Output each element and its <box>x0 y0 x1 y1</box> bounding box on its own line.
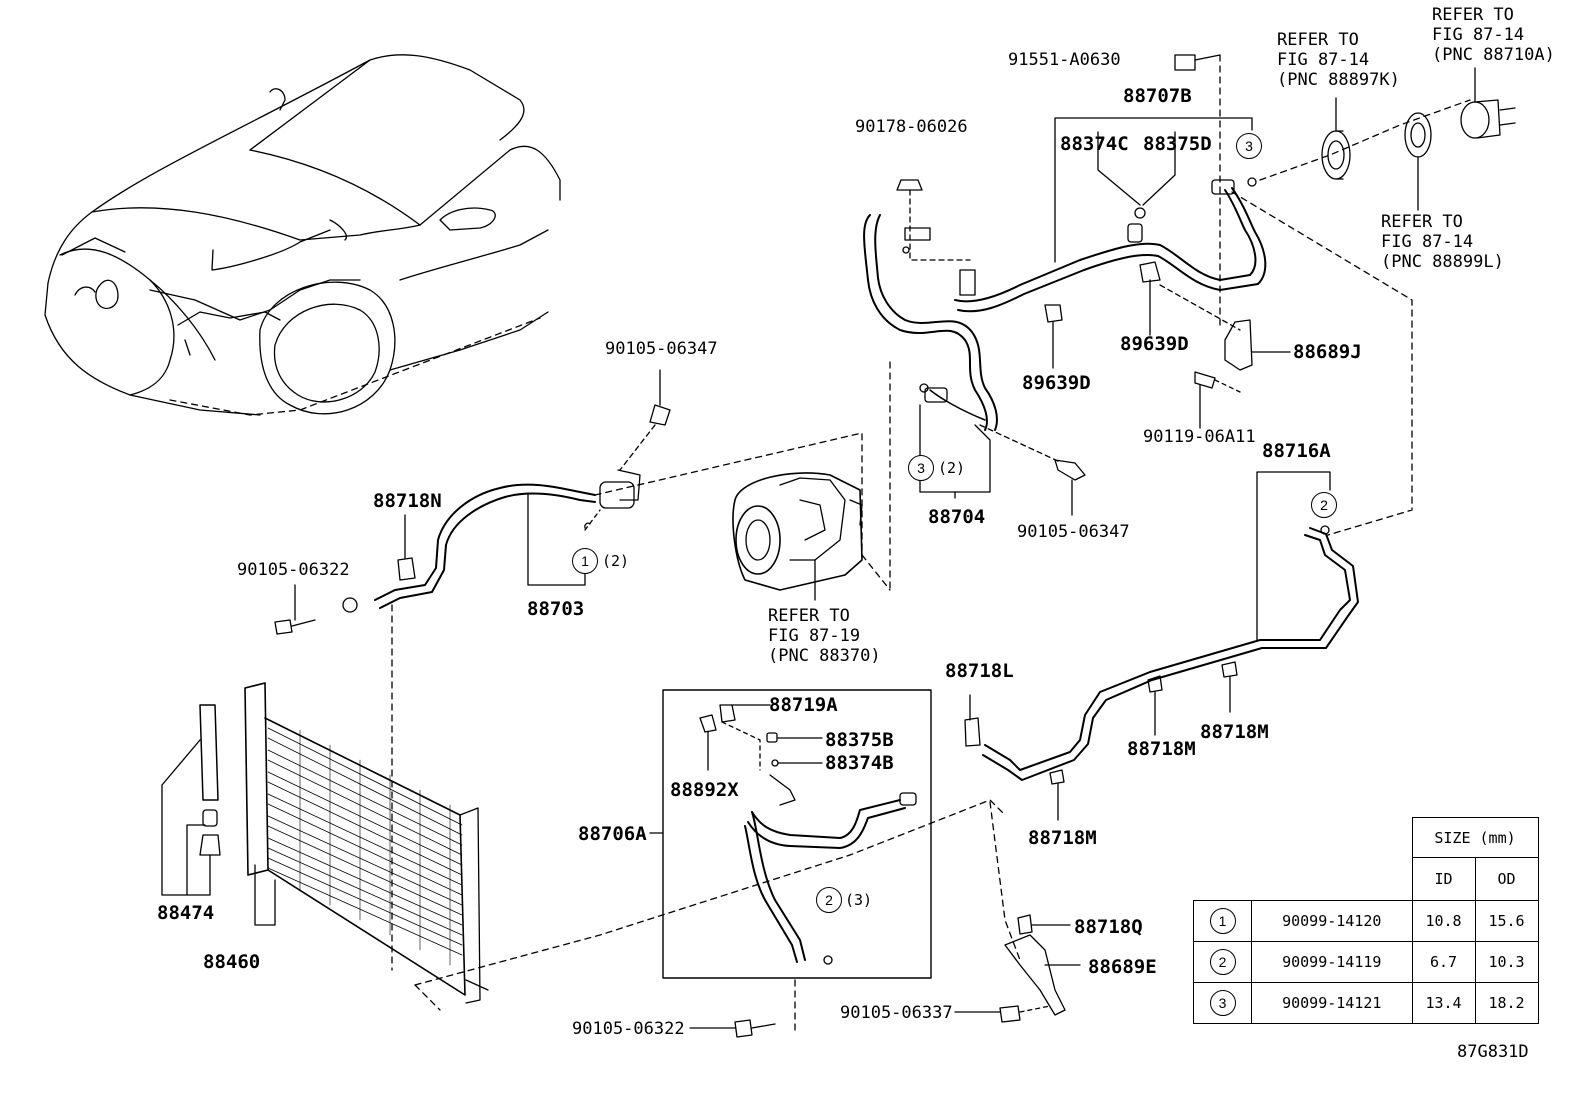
row-marker: 3 <box>1209 989 1236 1016</box>
size-header: SIZE (mm) <box>1411 817 1539 858</box>
o-ring-qty-3: (2) <box>938 459 966 477</box>
reference-88710A: REFER TO FIG 87-14 (PNC 88710A) <box>1432 5 1555 65</box>
condenser-88460 <box>244 682 1006 1011</box>
o-ring-qty-2: (3) <box>845 891 873 909</box>
callout-88892X: 88892X <box>670 779 739 801</box>
row-id: 13.4 <box>1411 981 1476 1024</box>
callout-90105-06347-top: 90105-06347 <box>605 339 718 359</box>
row-id: 10.8 <box>1411 899 1476 942</box>
bolt-91551-A0630 <box>1174 54 1221 331</box>
reference-88897K: REFER TO FIG 87-14 (PNC 88897K) <box>1277 30 1400 90</box>
callout-88374C: 88374C <box>1060 133 1129 155</box>
row-part: 90099-14121 <box>1251 981 1413 1024</box>
callout-88706A: 88706A <box>578 823 647 845</box>
callout-88689E: 88689E <box>1088 956 1157 978</box>
reference-88899L: REFER TO FIG 87-14 (PNC 88899L) <box>1381 212 1504 272</box>
row-od: 18.2 <box>1474 981 1539 1024</box>
callout-90178-06026: 90178-06026 <box>855 117 968 137</box>
bolt-90105-06322-bottom <box>689 1019 776 1038</box>
part-88474 <box>161 704 221 896</box>
reference-88370: REFER TO FIG 87-19 (PNC 88370) <box>768 606 881 666</box>
compressor <box>732 472 863 601</box>
callout-89639D-right: 89639D <box>1120 333 1189 355</box>
callout-88703: 88703 <box>527 598 585 620</box>
callout-90105-06322-left: 90105-06322 <box>237 560 350 580</box>
callout-88707B: 88707B <box>1123 85 1192 107</box>
o-ring-marker-2-right: 2 <box>1311 492 1337 518</box>
callout-88718M-a: 88718M <box>1127 738 1196 760</box>
bracket-88707B <box>1054 117 1253 263</box>
clamp-89639D <box>1044 261 1161 369</box>
callout-90105-06347-right: 90105-06347 <box>1017 522 1130 542</box>
callout-90105-06322-bottom: 90105-06322 <box>572 1019 685 1039</box>
row-id: 6.7 <box>1411 940 1476 983</box>
callout-88716A: 88716A <box>1262 440 1331 462</box>
o-ring-marker-3-top: 3 <box>1236 133 1262 159</box>
evaporator-fittings <box>1321 67 1516 211</box>
callout-88689J: 88689J <box>1293 341 1362 363</box>
callout-89639D-left: 89639D <box>1022 372 1091 394</box>
bracket-88689E <box>954 914 1081 1023</box>
callout-88460: 88460 <box>203 951 261 973</box>
o-ring-size-table: SIZE (mm) ID OD 1 90099-14120 10.8 15.6 … <box>1193 817 1539 1024</box>
bolt-90105-06347-top <box>619 369 671 471</box>
o-ring-qty-1: (2) <box>602 552 630 570</box>
row-od: 10.3 <box>1474 940 1539 983</box>
col-id-header: ID <box>1411 857 1476 901</box>
callout-88375D: 88375D <box>1143 133 1212 155</box>
o-ring-marker-1: 1 <box>572 548 598 574</box>
callout-88375B: 88375B <box>825 729 894 751</box>
row-od: 15.6 <box>1474 899 1539 942</box>
table-row: 2 90099-14119 6.7 10.3 <box>1193 940 1539 983</box>
col-od-header: OD <box>1474 857 1539 901</box>
callout-91551-A0630: 91551-A0630 <box>1008 50 1121 70</box>
callout-88719A: 88719A <box>769 694 838 716</box>
o-ring-marker-2-low: 2 <box>816 887 842 913</box>
callout-88718M-b: 88718M <box>1200 721 1269 743</box>
callout-88704: 88704 <box>928 506 986 528</box>
row-marker: 1 <box>1209 907 1236 934</box>
bolt-90105-06322-left <box>274 584 316 635</box>
vehicle-leader <box>169 317 541 416</box>
callout-88718Q: 88718Q <box>1074 916 1143 938</box>
bolt-90105-06347-right <box>979 424 1086 516</box>
row-marker: 2 <box>1209 948 1236 975</box>
callout-90105-06337: 90105-06337 <box>840 1003 953 1023</box>
callout-88718M-c: 88718M <box>1028 827 1097 849</box>
bracket-88689J <box>1159 284 1291 429</box>
clip-88718N <box>397 514 416 581</box>
callout-90119-06A11: 90119-06A11 <box>1143 427 1256 447</box>
connector-leader <box>1259 99 1471 181</box>
row-part: 90099-14120 <box>1251 899 1413 942</box>
compressor-leader <box>594 432 863 556</box>
table-row: 1 90099-14120 10.8 15.6 <box>1193 899 1539 942</box>
route-leader <box>1231 191 1413 536</box>
vehicle-outline <box>44 54 561 416</box>
o-ring-marker-3-left: 3 <box>908 455 934 481</box>
pipe-88707B <box>863 177 1267 431</box>
callout-88374B: 88374B <box>825 752 894 774</box>
row-part: 90099-14119 <box>1251 940 1413 983</box>
callout-88718L: 88718L <box>945 660 1014 682</box>
callout-88474: 88474 <box>157 902 215 924</box>
pipe-88716A <box>964 471 1359 821</box>
nut-90178-06026 <box>896 179 971 261</box>
figure-code: 87G831D <box>1457 1042 1529 1062</box>
callout-88718N: 88718N <box>373 490 442 512</box>
table-row: 3 90099-14121 13.4 18.2 <box>1193 981 1539 1024</box>
pipe-88706A <box>649 689 932 979</box>
